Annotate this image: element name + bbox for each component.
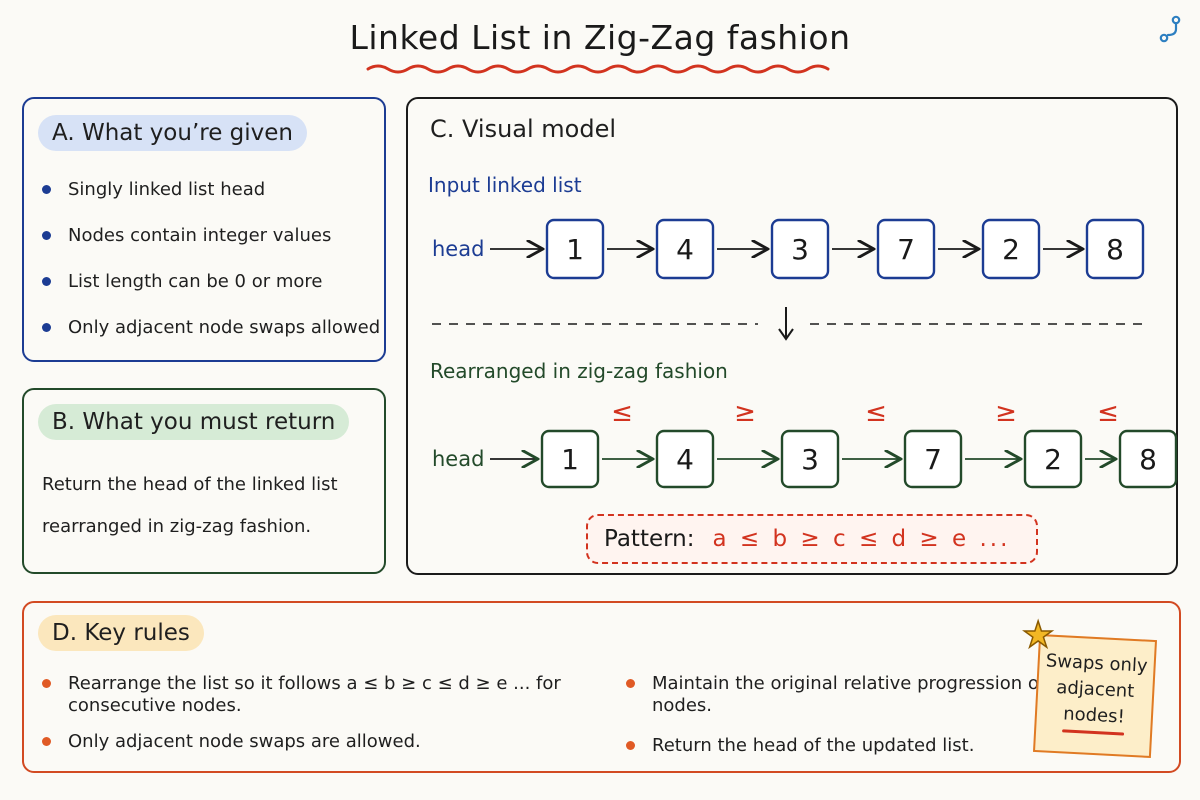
input-node-box bbox=[981, 218, 1041, 280]
pattern-label: Pattern: bbox=[604, 526, 695, 552]
comparison-symbol: ≥ bbox=[995, 398, 1017, 428]
down-arrow-icon bbox=[778, 307, 794, 341]
input-node-box bbox=[655, 218, 715, 280]
input-node-value: 3 bbox=[791, 233, 809, 266]
list-item: Return the head of the updated list. bbox=[626, 735, 1046, 757]
bullet-dot bbox=[42, 277, 51, 286]
output-node-box bbox=[903, 429, 963, 489]
comparison-symbol: ≤ bbox=[865, 398, 887, 428]
output-node-box bbox=[780, 429, 840, 489]
output-list-label: Rearranged in zig-zag fashion bbox=[430, 359, 728, 383]
title-squiggle bbox=[366, 64, 830, 74]
return-text: Return the head of the linked list rearr… bbox=[42, 474, 338, 537]
list-item: Rearrange the list so it follows a ≤ b ≥… bbox=[42, 673, 582, 717]
comparison-symbol: ≤ bbox=[611, 398, 633, 428]
input-node-box bbox=[876, 218, 936, 280]
output-node-value: 3 bbox=[801, 443, 819, 476]
comparison-symbol: ≤ bbox=[1097, 398, 1119, 428]
input-node-box bbox=[1085, 218, 1145, 280]
bullet-dot bbox=[626, 679, 635, 688]
input-node-value: 7 bbox=[897, 233, 915, 266]
input-node-box bbox=[545, 218, 605, 280]
bullet-dot bbox=[42, 231, 51, 240]
output-node-value: 4 bbox=[676, 443, 694, 476]
pattern-expression: a ≤ b ≥ c ≤ d ≥ e ... bbox=[712, 526, 1011, 552]
rules-list-left: Rearrange the list so it follows a ≤ b ≥… bbox=[42, 673, 582, 767]
linked-list-diagram: head 1 4 3 7 2 8 head 1 4 3 7 2 8 ≤ ≥ ≤ ≥ ≤ bbox=[432, 218, 1178, 489]
output-node-value: 8 bbox=[1139, 443, 1157, 476]
card-return-heading: B. What you must return bbox=[38, 404, 350, 440]
list-item: Only adjacent node swaps allowed bbox=[42, 317, 380, 339]
note-underline bbox=[1062, 729, 1125, 736]
output-node-value: 2 bbox=[1044, 443, 1062, 476]
output-head-label: head bbox=[432, 447, 484, 471]
rules-list-right: Maintain the original relative progressi… bbox=[626, 673, 1046, 775]
list-item: Maintain the original relative progressi… bbox=[626, 673, 1046, 717]
output-node-value: 7 bbox=[924, 443, 942, 476]
card-given: A. What you’re given Singly linked list … bbox=[22, 97, 386, 362]
card-visual-model: C. Visual model Input linked list Rearra… bbox=[406, 97, 1178, 575]
input-node-box bbox=[770, 218, 830, 280]
bullet-dot bbox=[42, 679, 51, 688]
output-node-box bbox=[1118, 429, 1178, 489]
bullet-dot bbox=[626, 741, 635, 750]
comparison-symbol: ≥ bbox=[734, 398, 756, 428]
card-given-heading: A. What you’re given bbox=[38, 115, 308, 151]
output-node-box bbox=[1023, 429, 1083, 489]
page-title: Linked List in Zig-Zag fashion bbox=[349, 18, 851, 57]
output-node-value: 1 bbox=[561, 443, 579, 476]
note-line-3: nodes! bbox=[1062, 703, 1126, 728]
bullet-dot bbox=[42, 323, 51, 332]
input-node-value: 4 bbox=[676, 233, 694, 266]
card-rules-heading: D. Key rules bbox=[38, 615, 204, 651]
bullet-dot bbox=[42, 737, 51, 746]
input-head-label: head bbox=[432, 237, 484, 261]
list-item: Singly linked list head bbox=[42, 179, 380, 201]
card-return: B. What you must return Return the head … bbox=[22, 388, 386, 574]
pattern-box: Pattern: a ≤ b ≥ c ≤ d ≥ e ... bbox=[586, 514, 1038, 564]
input-node-value: 8 bbox=[1106, 233, 1124, 266]
list-item: Only adjacent node swaps are allowed. bbox=[42, 731, 582, 753]
input-node-value: 2 bbox=[1002, 233, 1020, 266]
card-visual-heading: C. Visual model bbox=[430, 115, 617, 143]
given-list: Singly linked list head Nodes contain in… bbox=[42, 179, 380, 363]
list-item: Nodes contain integer values bbox=[42, 225, 380, 247]
output-node-box bbox=[655, 429, 715, 489]
list-item: List length can be 0 or more bbox=[42, 271, 380, 293]
star-icon: ★ bbox=[1021, 614, 1055, 657]
input-list-label: Input linked list bbox=[428, 173, 582, 197]
input-node-value: 1 bbox=[566, 233, 584, 266]
output-node-box bbox=[540, 429, 600, 489]
bullet-dot bbox=[42, 185, 51, 194]
branch-icon[interactable] bbox=[1156, 14, 1186, 44]
card-key-rules: D. Key rules Rearrange the list so it fo… bbox=[22, 601, 1181, 773]
